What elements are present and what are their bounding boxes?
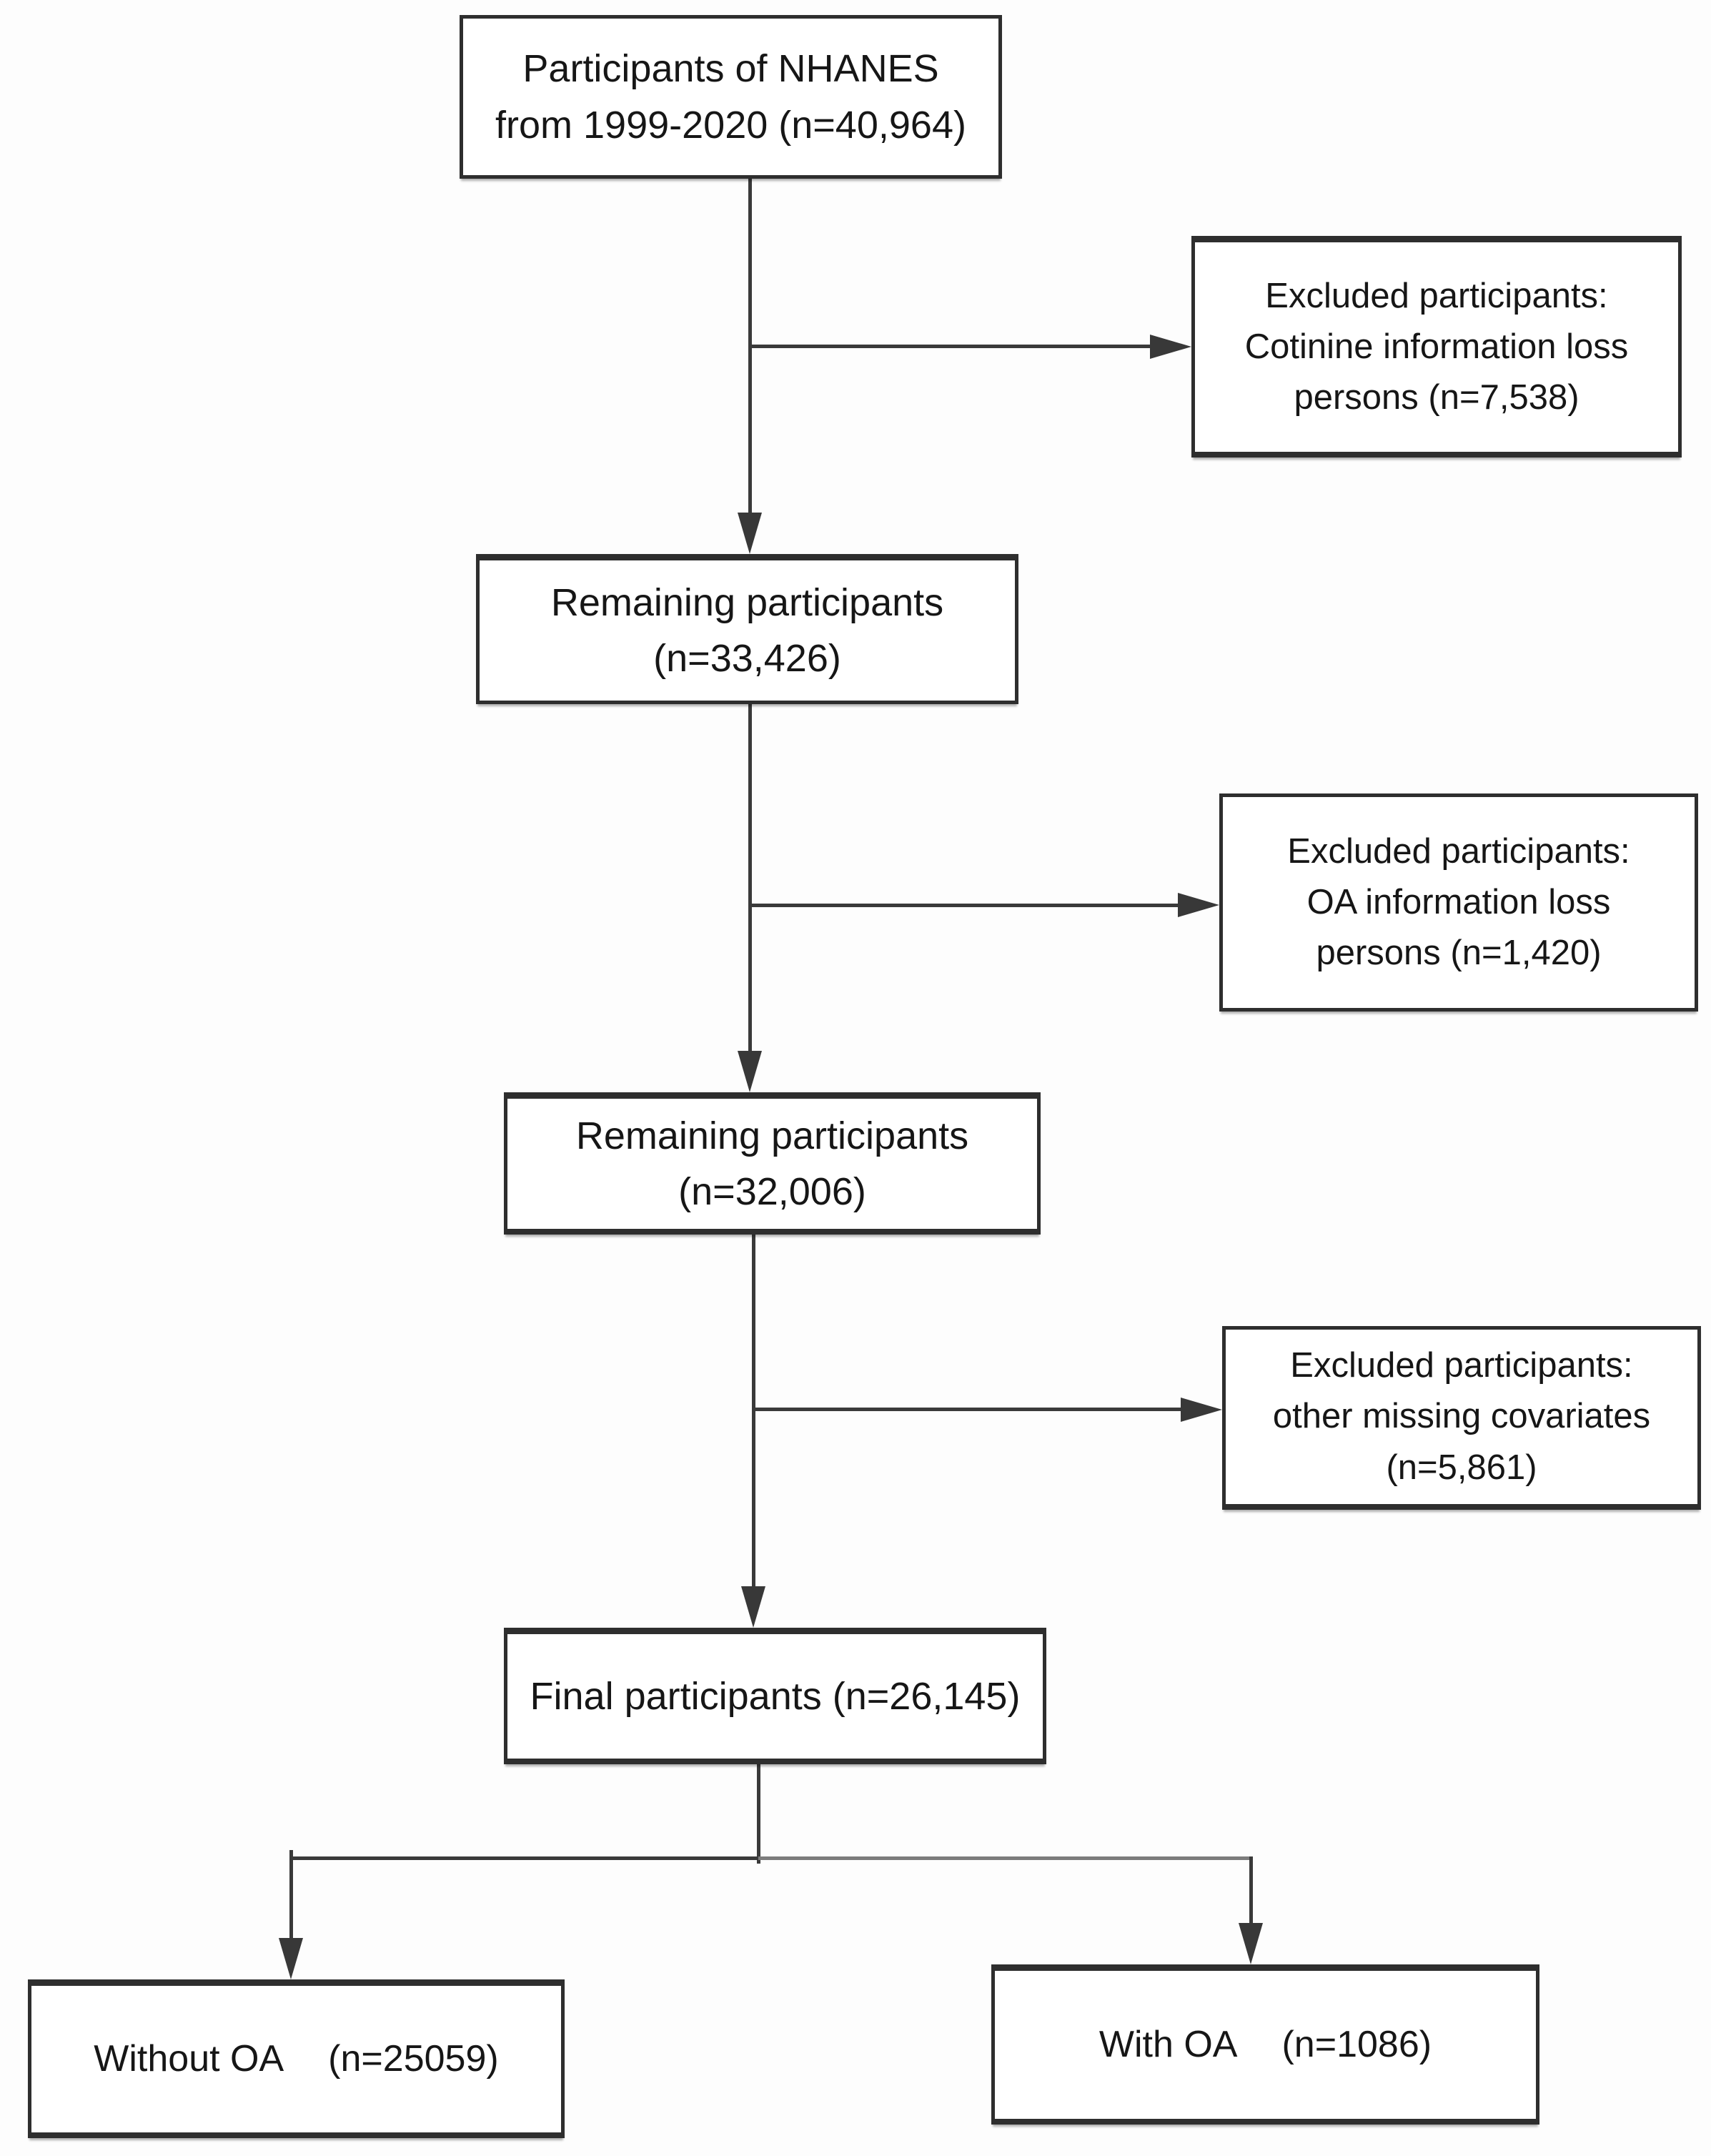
node-text-line: Excluded participants: <box>1287 831 1630 871</box>
node-text-line: Final participants (n=26,145) <box>530 1674 1021 1718</box>
node-text-line: Cotinine information loss <box>1244 327 1629 366</box>
node-text-line: persons (n=1,420) <box>1316 934 1602 973</box>
group-count: (n=1086) <box>1281 2024 1432 2066</box>
node-text-line: (n=33,426) <box>653 637 841 680</box>
node-text-row: With OA (n=1086) <box>1099 2019 1432 2071</box>
node-text-line: from 1999-2020 (n=40,964) <box>495 103 966 147</box>
arrowhead-down-icon <box>279 1938 303 1979</box>
split-bar-right <box>758 1856 1252 1860</box>
connector-branch-excluded-oa-info <box>748 904 1178 907</box>
arrowhead-right-icon <box>1178 893 1219 917</box>
connector-branch-excluded-cotinine <box>748 345 1150 348</box>
node-text-line: Remaining participants <box>550 580 944 624</box>
node-text-line: OA information loss <box>1306 882 1611 921</box>
node-remaining-after-cotinine: Remaining participants (n=33,426) <box>476 554 1018 704</box>
connector-split-to-without-oa <box>289 1850 293 1938</box>
split-bar-left <box>289 1856 758 1860</box>
connector-split-to-with-oa <box>1249 1856 1253 1923</box>
node-excluded-oa-info: Excluded participants: OA information lo… <box>1219 793 1698 1012</box>
connector-final-to-split <box>757 1764 760 1864</box>
connector-branch-excluded-covariates <box>752 1408 1181 1411</box>
node-remaining-after-oa: Remaining participants (n=32,006) <box>504 1092 1041 1235</box>
arrowhead-down-icon <box>738 1051 762 1092</box>
node-text-line: other missing covariates <box>1272 1397 1651 1436</box>
node-text-line: Excluded participants: <box>1265 276 1608 315</box>
node-excluded-cotinine: Excluded participants: Cotinine informat… <box>1191 236 1682 458</box>
node-final-participants: Final participants (n=26,145) <box>504 1628 1046 1764</box>
group-label: With OA <box>1098 2024 1238 2066</box>
node-text-line: Participants of NHANES <box>522 47 939 91</box>
node-text-line: (n=32,006) <box>678 1170 866 1213</box>
arrowhead-down-icon <box>1239 1923 1263 1964</box>
node-text-row: Without OA (n=25059) <box>94 2033 498 2085</box>
arrowhead-right-icon <box>1150 335 1191 359</box>
node-excluded-covariates: Excluded participants: other missing cov… <box>1222 1326 1701 1510</box>
node-without-oa: Without OA (n=25059) <box>28 1979 565 2138</box>
node-text-line: Excluded participants: <box>1290 1346 1633 1385</box>
group-label: Without OA <box>94 2038 284 2080</box>
arrowhead-down-icon <box>741 1586 765 1628</box>
node-participants-start: Participants of NHANES from 1999-2020 (n… <box>460 15 1002 179</box>
group-count: (n=25059) <box>328 2038 499 2080</box>
node-with-oa: With OA (n=1086) <box>991 1964 1539 2125</box>
node-text-line: (n=5,861) <box>1386 1448 1537 1487</box>
connector-remaining1-to-remaining2 <box>748 704 752 1051</box>
node-text-line: Remaining participants <box>575 1114 969 1157</box>
arrowhead-down-icon <box>738 513 762 554</box>
node-text-line: persons (n=7,538) <box>1294 378 1579 417</box>
arrowhead-right-icon <box>1181 1398 1222 1422</box>
